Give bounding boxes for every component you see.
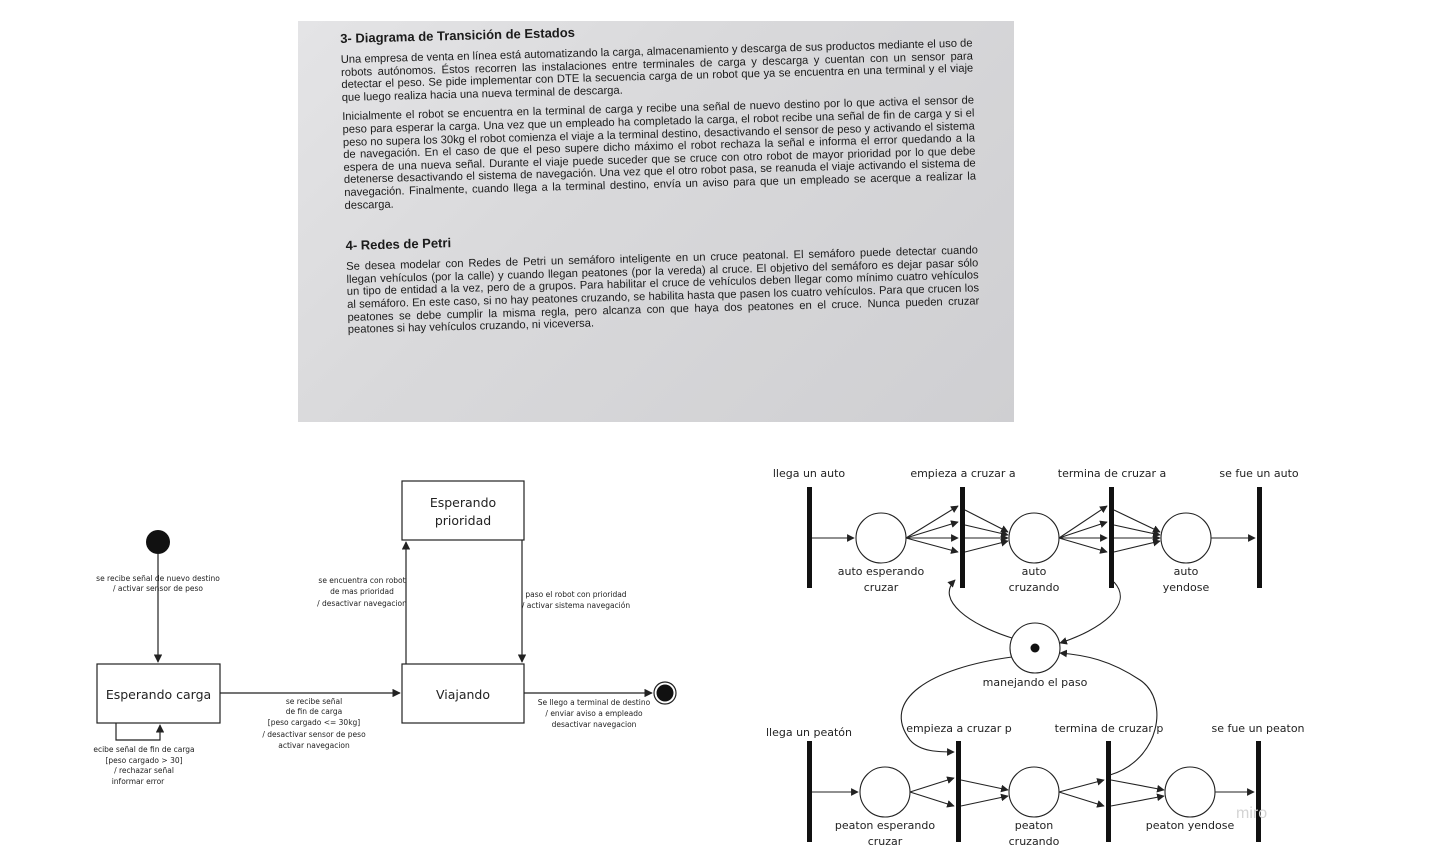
label-llega-auto: llega un auto	[773, 467, 846, 480]
label-termina-a: termina de cruzar a	[1058, 467, 1166, 480]
transition-empieza-a	[960, 487, 965, 588]
label-manejando: manejando el paso	[983, 676, 1088, 689]
label-empieza-a: empieza a cruzar a	[910, 467, 1015, 480]
label-se-fue-peaton: se fue un peaton	[1211, 722, 1304, 735]
state-esperando-prioridad	[401, 480, 525, 541]
state-esperando-prioridad-label-1: Esperando	[430, 495, 496, 510]
initial-state	[146, 530, 170, 554]
self-loop-label-1: ecibe señal de fin de carga	[93, 745, 194, 754]
arcs-empieza-to-peaton-cruzando	[960, 779, 1009, 807]
label-auto-esperando-2: cruzar	[864, 581, 899, 594]
label-auto-cruzando-2: cruzando	[1009, 581, 1060, 594]
self-loop-label-2: [peso cargado > 30]	[105, 756, 182, 765]
label-auto-cruzando-1: auto	[1022, 565, 1047, 578]
label-peaton-yendose: peaton yendose	[1146, 819, 1235, 832]
place-auto-yendose	[1160, 512, 1212, 564]
transition-llega-peaton	[807, 741, 812, 842]
arcs-termina-to-auto-yendose	[1113, 509, 1161, 553]
exercise-photo: 3- Diagrama de Transición de Estados Una…	[298, 21, 1014, 422]
transition-termina-p	[1106, 741, 1111, 842]
place-peaton-esperando	[859, 766, 911, 818]
initial-transition-label-2: / activar sensor de peso	[113, 584, 203, 593]
to-final-label-2: / enviar aviso a empleado	[545, 709, 643, 718]
transition-se-fue-peaton	[1256, 741, 1261, 842]
token	[1030, 643, 1040, 653]
label-peaton-cruzando-2: cruzando	[1009, 835, 1060, 848]
arc-termina-p-to-manejando	[1059, 649, 1158, 776]
to-viajando-label-4: / desactivar sensor de peso	[262, 730, 366, 739]
arcs-peaton-cruzando-to-termina	[1058, 778, 1105, 808]
label-termina-p: termina de cruzar p	[1055, 722, 1164, 735]
to-final-label-3: desactivar navegacion	[552, 720, 637, 729]
label-auto-yendose-2: yendose	[1163, 581, 1210, 594]
arcs-auto-cruzando-to-termina	[1058, 505, 1108, 554]
self-loop-arrow	[115, 723, 165, 741]
to-viajando-label-3: [peso cargado <= 30kg]	[268, 718, 361, 727]
transition-llega-auto	[807, 487, 812, 588]
final-state-dot	[656, 684, 674, 702]
to-viajando-label-5: activar navegacion	[278, 741, 350, 750]
label-peaton-esperando-1: peaton esperando	[835, 819, 935, 832]
state-esperando-carga	[96, 663, 221, 724]
to-prioridad-label-1: se encuentra con robot	[318, 576, 405, 585]
petri-net: llega un auto empieza a cruzar a termina…	[766, 467, 1305, 848]
arcs-peaton-esperando-to-empieza	[909, 776, 955, 808]
from-prioridad-label-2: / activar sistema navegación	[522, 601, 630, 610]
state-viajando-label: Viajando	[436, 687, 490, 702]
to-prioridad-label-3: / desactivar navegacion	[317, 599, 407, 608]
arc-manejando-to-empieza-p	[900, 656, 1013, 756]
label-auto-yendose-1: auto	[1174, 565, 1199, 578]
place-auto-esperando	[855, 512, 907, 564]
initial-transition-label-1: se recibe señal de nuevo destino	[96, 574, 220, 583]
to-viajando-label-2: de fin de carga	[286, 707, 342, 716]
place-peaton-yendose	[1164, 766, 1216, 818]
arcs-auto-esperando-to-empieza	[905, 505, 959, 554]
place-peaton-cruzando	[1008, 766, 1060, 818]
label-se-fue-auto: se fue un auto	[1219, 467, 1299, 480]
arc-termina-a-to-manejando	[1059, 581, 1121, 645]
label-peaton-esperando-2: cruzar	[868, 835, 903, 848]
place-auto-cruzando	[1008, 512, 1060, 564]
state-esperando-carga-label: Esperando carga	[106, 687, 211, 702]
self-loop-label-4: informar error	[112, 777, 165, 786]
arcs-termina-to-peaton-yendose	[1110, 779, 1165, 807]
transition-se-fue-auto	[1257, 487, 1262, 588]
state-esperando-prioridad-label-2: prioridad	[435, 513, 491, 528]
miro-watermark: miro	[1236, 805, 1268, 822]
self-loop-label-3: / rechazar señal	[114, 766, 174, 775]
state-viajando	[401, 663, 525, 724]
to-final-label-1: Se llego a terminal de destino	[538, 698, 651, 707]
arc-manejando-to-empieza-a	[947, 579, 1013, 639]
label-peaton-cruzando-1: peaton	[1015, 819, 1054, 832]
label-empieza-p: empieza a cruzar p	[906, 722, 1012, 735]
label-auto-esperando-1: auto esperando	[838, 565, 925, 578]
to-prioridad-label-2: de mas prioridad	[330, 587, 394, 596]
state-diagram: se recibe señal de nuevo destino / activ…	[93, 480, 677, 786]
transition-termina-a	[1109, 487, 1114, 588]
label-llega-peaton: llega un peatón	[766, 726, 852, 739]
to-viajando-label-1: se recibe señal	[286, 697, 342, 706]
arcs-empieza-to-auto-cruzando	[964, 509, 1009, 553]
from-prioridad-label-1: paso el robot con prioridad	[525, 590, 626, 599]
transition-empieza-p	[956, 741, 961, 842]
